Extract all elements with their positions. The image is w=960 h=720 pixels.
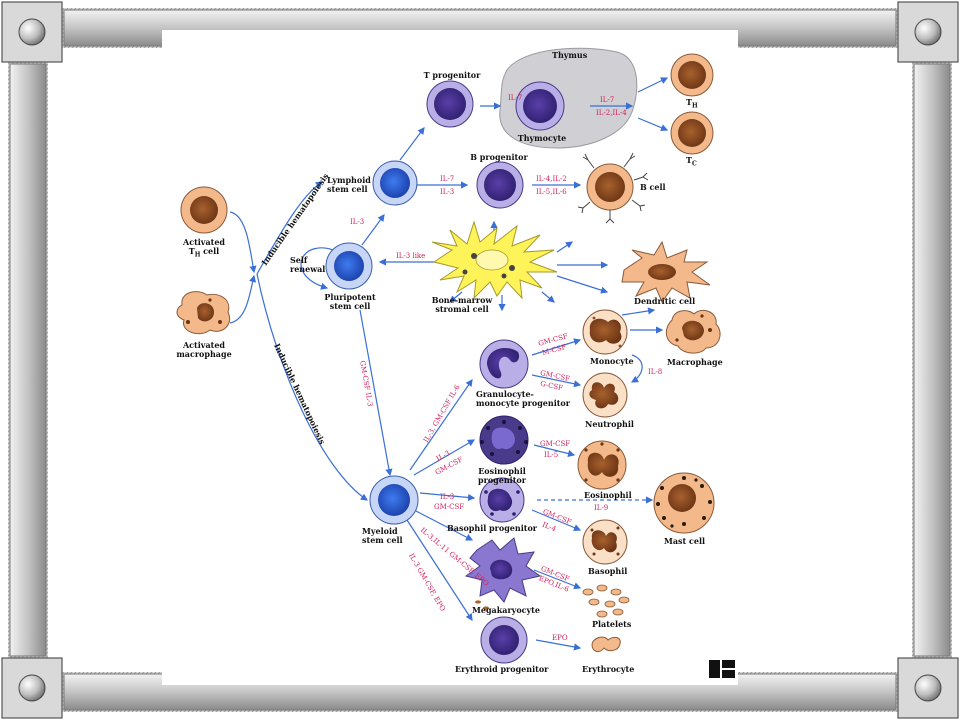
cyt-il5-eosinophil: IL-5 [544,451,559,459]
basophil-label: Basophil [588,566,628,576]
tc-label: TC [686,155,697,168]
erythroid-label: Erythroid progenitor [455,664,549,674]
megakaryocyte-cell [464,537,542,610]
hematopoiesis-diagram: Thymus T progenitor Thymocyte TH TC B pr… [162,30,738,685]
mast-cell-label: Mast cell [664,536,706,546]
platelets [582,584,630,618]
cyt-il3-b: IL-3 [440,188,455,196]
cyt-il9: IL-9 [594,504,609,512]
cyt-gmcsf-eosinophil: GM-CSF [540,440,571,448]
th-cell [670,53,714,97]
erythrocyte-cell [591,636,621,653]
eosinophil-label: Eosinophil [584,490,632,500]
dendritic-label: Dendritic cell [634,296,696,306]
pluripotent-stem-cell [325,242,373,290]
b-cell [577,152,649,224]
activated-macrophage [176,291,230,335]
corner-knob-bl [18,674,46,702]
b-progenitor-cell [476,161,524,209]
basophil-cell [582,519,628,565]
dendritic-cell [621,240,711,304]
monocyte-cell [582,309,628,355]
monocyte-label: Monocyte [590,356,634,366]
eosinophil-cell [577,440,627,490]
thymocyte-cell [515,81,565,131]
corner-knob-tr [914,18,942,46]
cyt-il7-t: IL-7 [508,94,523,102]
myeloid-stem-cell [369,475,419,525]
thymocyte-label: Thymocyte [517,133,567,143]
cyt-il4-il2: IL-4,IL-2 [536,175,567,183]
corner-knob-br [914,674,942,702]
cyt-il3-baso: IL-3 [440,493,455,501]
granulocyte-monocyte-progenitor-cell [479,339,529,389]
neutrophil-cell [582,372,628,418]
gran-mono-label: Granulocyte-monocyte progenitor [476,389,570,408]
cyt-il8: IL-8 [648,368,663,376]
megakaryocyte-label: Megakaryocyte [472,605,540,615]
publisher-logo [709,660,735,678]
thymus-label: Thymus [552,50,588,60]
corner-knob-tl [18,18,46,46]
erythroid-progenitor-cell [480,616,528,664]
lymphoid-stem-cell [372,160,418,206]
stromal-cell [431,220,558,300]
cyt-il7-th: IL-7 [600,96,615,104]
cyt-il3-like: IL-3 like [396,252,426,260]
cyt-epo: EPO [552,634,568,642]
erythrocyte-label: Erythrocyte [582,664,635,674]
platelets-label: Platelets [592,619,632,629]
b-cell-label: B cell [640,182,666,192]
t-progenitor-cell [426,80,474,128]
cyt-il2-il4: IL-2,IL-4 [596,109,627,117]
tc-cell [670,111,714,155]
th-label: TH [686,97,698,110]
mast-cell [653,472,715,534]
eosinophil-progenitor-cell [479,415,529,465]
cyt-gmcsf-baso: GM-CSF [434,503,465,511]
diagram-graphics [176,47,721,664]
neutrophil-label: Neutrophil [585,419,634,429]
cyt-il7-b: IL-7 [440,175,455,183]
macrophage-cell [665,309,721,354]
cyt-il5-il6: IL-5,IL-6 [536,188,567,196]
t-progenitor-label: T progenitor [423,70,481,80]
basophil-progenitor-label: Basophil progenitor [447,523,537,533]
activated-th-cell [180,186,228,234]
b-progenitor-label: B progenitor [470,152,528,162]
macrophage-label: Macrophage [667,357,723,367]
cyt-il3-lymphoid: IL-3 [350,218,365,226]
basophil-progenitor-cell [479,477,525,523]
